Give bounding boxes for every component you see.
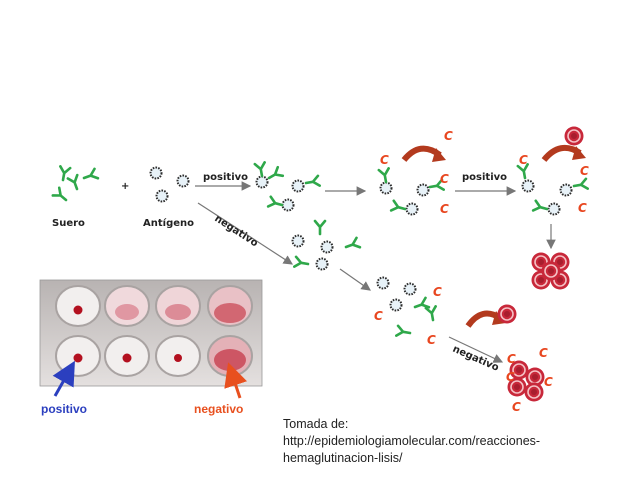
negativo-label-2: negativo	[451, 344, 501, 374]
negativo-arrow-2	[448, 336, 504, 363]
photo-negativo-label: negativo	[194, 402, 243, 416]
antigen-antibody-complex-1	[253, 161, 321, 212]
complement-label-15: C	[512, 400, 521, 414]
negativo-arrow-1	[197, 202, 294, 265]
complement-label-13: C	[544, 375, 553, 389]
serum-label: Suero	[52, 218, 85, 229]
complement-label-4: C	[444, 129, 453, 143]
microplate-photo	[39, 279, 263, 387]
negativo-pointer-arrow	[224, 362, 248, 399]
antigen-antibody-complex-2	[377, 167, 445, 216]
positivo-label-1: positivo	[203, 172, 248, 183]
complement-label-2: C	[440, 172, 449, 186]
credit-line-3: hemaglutinacion-lisis/	[283, 451, 403, 465]
positivo-pointer-arrow	[52, 360, 75, 397]
negative-mix-with-complement	[376, 276, 440, 340]
complement-label-9: C	[374, 309, 383, 323]
complement-label-11: C	[507, 352, 516, 366]
complement-label-7: C	[578, 201, 587, 215]
serum-antibodies	[51, 165, 100, 206]
complement-label-3: C	[440, 202, 449, 216]
complement-label-5: C	[519, 153, 528, 167]
agglutinated-rbc-cluster	[530, 251, 571, 291]
negativo-label-1: negativo	[212, 213, 260, 249]
positivo-label-2: positivo	[462, 172, 507, 183]
antigen-label: Antígeno	[143, 217, 194, 229]
complement-label-14: C	[506, 370, 515, 384]
plus-sign: +	[121, 181, 129, 192]
source-credit: Tomada de: http://epidemiologiamolecular…	[283, 416, 623, 467]
complement-label-8: C	[433, 285, 442, 299]
negative-antigen-antibody-mix	[291, 219, 362, 271]
step-arrow-2	[339, 268, 371, 291]
red-blood-cell-icon	[496, 303, 518, 325]
red-blood-cell-icon	[563, 125, 585, 147]
complement-label-10: C	[427, 333, 436, 347]
antigen-particles	[149, 166, 190, 203]
credit-line-2: http://epidemiologiamolecular.com/reacci…	[283, 434, 541, 448]
complement-label-6: C	[580, 164, 589, 178]
credit-line-1: Tomada de:	[283, 417, 349, 431]
complement-label-12: C	[539, 346, 548, 360]
photo-positivo-label: positivo	[41, 402, 87, 416]
complement-label-1: C	[380, 153, 389, 167]
